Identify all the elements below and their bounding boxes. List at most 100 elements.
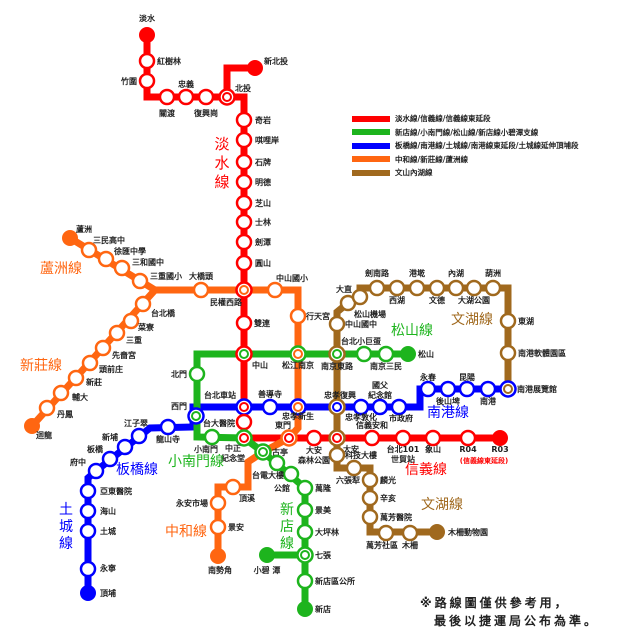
station-marker <box>80 241 98 259</box>
station-label: 三重 <box>126 335 142 345</box>
line-name-tucheng: 土城線 <box>59 502 73 552</box>
station-marker <box>268 454 286 472</box>
station-marker <box>94 339 112 357</box>
station-label: 新店區公所 <box>315 576 355 586</box>
legend-label: 板橋線/南港線/土城線/南港線東延段/土城線延伸頂埔段 <box>395 141 579 151</box>
station-label: 台大醫院 <box>203 418 235 428</box>
station-label: 六張犁 <box>336 475 360 485</box>
line-name-xindian: 新店線 <box>280 502 294 552</box>
station-marker <box>235 111 253 129</box>
station-label: 台北101 <box>387 444 420 454</box>
station-label: 萬芳社區 <box>366 540 398 550</box>
station-label: 森林公園 <box>298 455 330 465</box>
station-marker <box>235 314 253 332</box>
legend-label: 中和線/新莊線/蘆洲線 <box>395 154 468 164</box>
station-marker <box>235 153 253 171</box>
station-label: 北投 <box>235 83 251 93</box>
interchange-inner-ring <box>300 550 310 560</box>
station-label: 新埔 <box>102 432 118 442</box>
station-label: 紀念堂 <box>221 453 245 463</box>
station-marker <box>361 471 379 489</box>
station-marker <box>408 279 426 297</box>
interchange-inner-ring <box>258 447 268 457</box>
legend-item-green: 新店線/小南門線/松山線/新店線小碧潭支線 <box>352 126 578 140</box>
station-marker <box>479 380 497 398</box>
legend-label: 文山內湖線 <box>395 168 433 178</box>
station-marker <box>158 88 176 106</box>
station-label: 大安 <box>343 444 359 454</box>
line-name-xinyi: 信義線 <box>405 462 447 478</box>
station-label: 古亭 <box>272 447 288 457</box>
legend-item-brown: 文山內湖線 <box>352 166 578 180</box>
station-marker <box>328 446 346 464</box>
station-marker <box>296 523 314 541</box>
station-label: 頂埔 <box>100 588 116 598</box>
station-marker <box>419 380 437 398</box>
station-label: 松山 <box>418 349 434 359</box>
station-marker <box>282 465 300 483</box>
line-name-tamsui: 淡水線 <box>214 135 230 191</box>
station-marker <box>79 502 97 520</box>
route-line-red <box>223 64 255 97</box>
station-marker <box>447 279 465 297</box>
station-marker <box>289 307 307 325</box>
legend-swatch-green <box>352 129 390 136</box>
station-label: 中山 <box>252 360 268 370</box>
interchange-inner-ring <box>503 384 513 394</box>
terminal-station-marker <box>62 230 78 246</box>
legend-item-orange: 中和線/新莊線/蘆洲線 <box>352 153 578 167</box>
station-label: 奇岩 <box>255 115 271 125</box>
station-label: 劍南路 <box>364 268 390 278</box>
station-label: 府中 <box>70 457 86 467</box>
interchange-inner-ring <box>191 411 201 421</box>
station-label: 唭哩岸 <box>255 135 279 145</box>
station-label: (信義線東延段) <box>460 456 508 465</box>
line-name-luzhou: 蘆洲線 <box>40 261 82 277</box>
station-label: 三重國小 <box>150 271 182 281</box>
station-label: 關渡 <box>159 108 176 118</box>
interchange-inner-ring <box>239 285 249 295</box>
station-label: 西門 <box>171 402 187 411</box>
station-marker <box>79 482 97 500</box>
station-marker <box>130 427 148 445</box>
station-marker <box>122 312 140 330</box>
station-label: 木柵 <box>401 540 418 550</box>
station-label: 竹圍 <box>120 76 137 86</box>
station-label: 科技大樓 <box>345 450 377 460</box>
station-marker <box>131 272 149 290</box>
station-marker <box>296 572 314 590</box>
station-label: 松山機場 <box>354 309 386 319</box>
legend-swatch-orange <box>352 156 390 163</box>
station-marker <box>484 279 502 297</box>
station-label: 紀念館 <box>368 390 392 400</box>
line-name-zhonghe: 中和線 <box>165 524 207 540</box>
station-marker <box>159 418 177 436</box>
interchange-inner-ring <box>222 92 232 102</box>
station-marker <box>235 413 253 431</box>
station-marker <box>261 398 279 416</box>
interchange-inner-ring <box>239 433 249 443</box>
station-label: 中山國小 <box>276 273 308 283</box>
interchange-inner-ring <box>284 433 294 443</box>
station-label: 新店 <box>315 604 331 614</box>
station-label: 士林 <box>255 217 271 227</box>
station-label: 復興崗 <box>193 108 218 118</box>
station-marker <box>499 312 517 330</box>
station-label: 景安 <box>228 522 244 532</box>
station-label: 石牌 <box>254 157 271 167</box>
station-label: 萬隆 <box>315 483 332 493</box>
station-label: 土城 <box>100 526 116 536</box>
legend-item-blue: 板橋線/南港線/土城線/南港線東延段/土城線延伸頂埔段 <box>352 139 578 153</box>
legend-label: 新店線/小南門線/松山線/新店線小碧潭支線 <box>395 127 539 137</box>
station-label: 板橋 <box>87 444 104 454</box>
station-label: 龍山寺 <box>156 434 180 444</box>
line-name-banqiao: 板橋線 <box>116 462 158 478</box>
station-label: 海山 <box>100 506 116 516</box>
legend: 淡水線/信義線/信義線東延段 新店線/小南門線/松山線/新店線小碧潭支線 板橋線… <box>352 112 578 180</box>
station-label: 港墘 <box>409 268 425 278</box>
station-label: 南京東路 <box>321 361 354 371</box>
station-marker <box>192 281 210 299</box>
station-marker <box>97 250 115 268</box>
station-marker <box>499 344 517 362</box>
